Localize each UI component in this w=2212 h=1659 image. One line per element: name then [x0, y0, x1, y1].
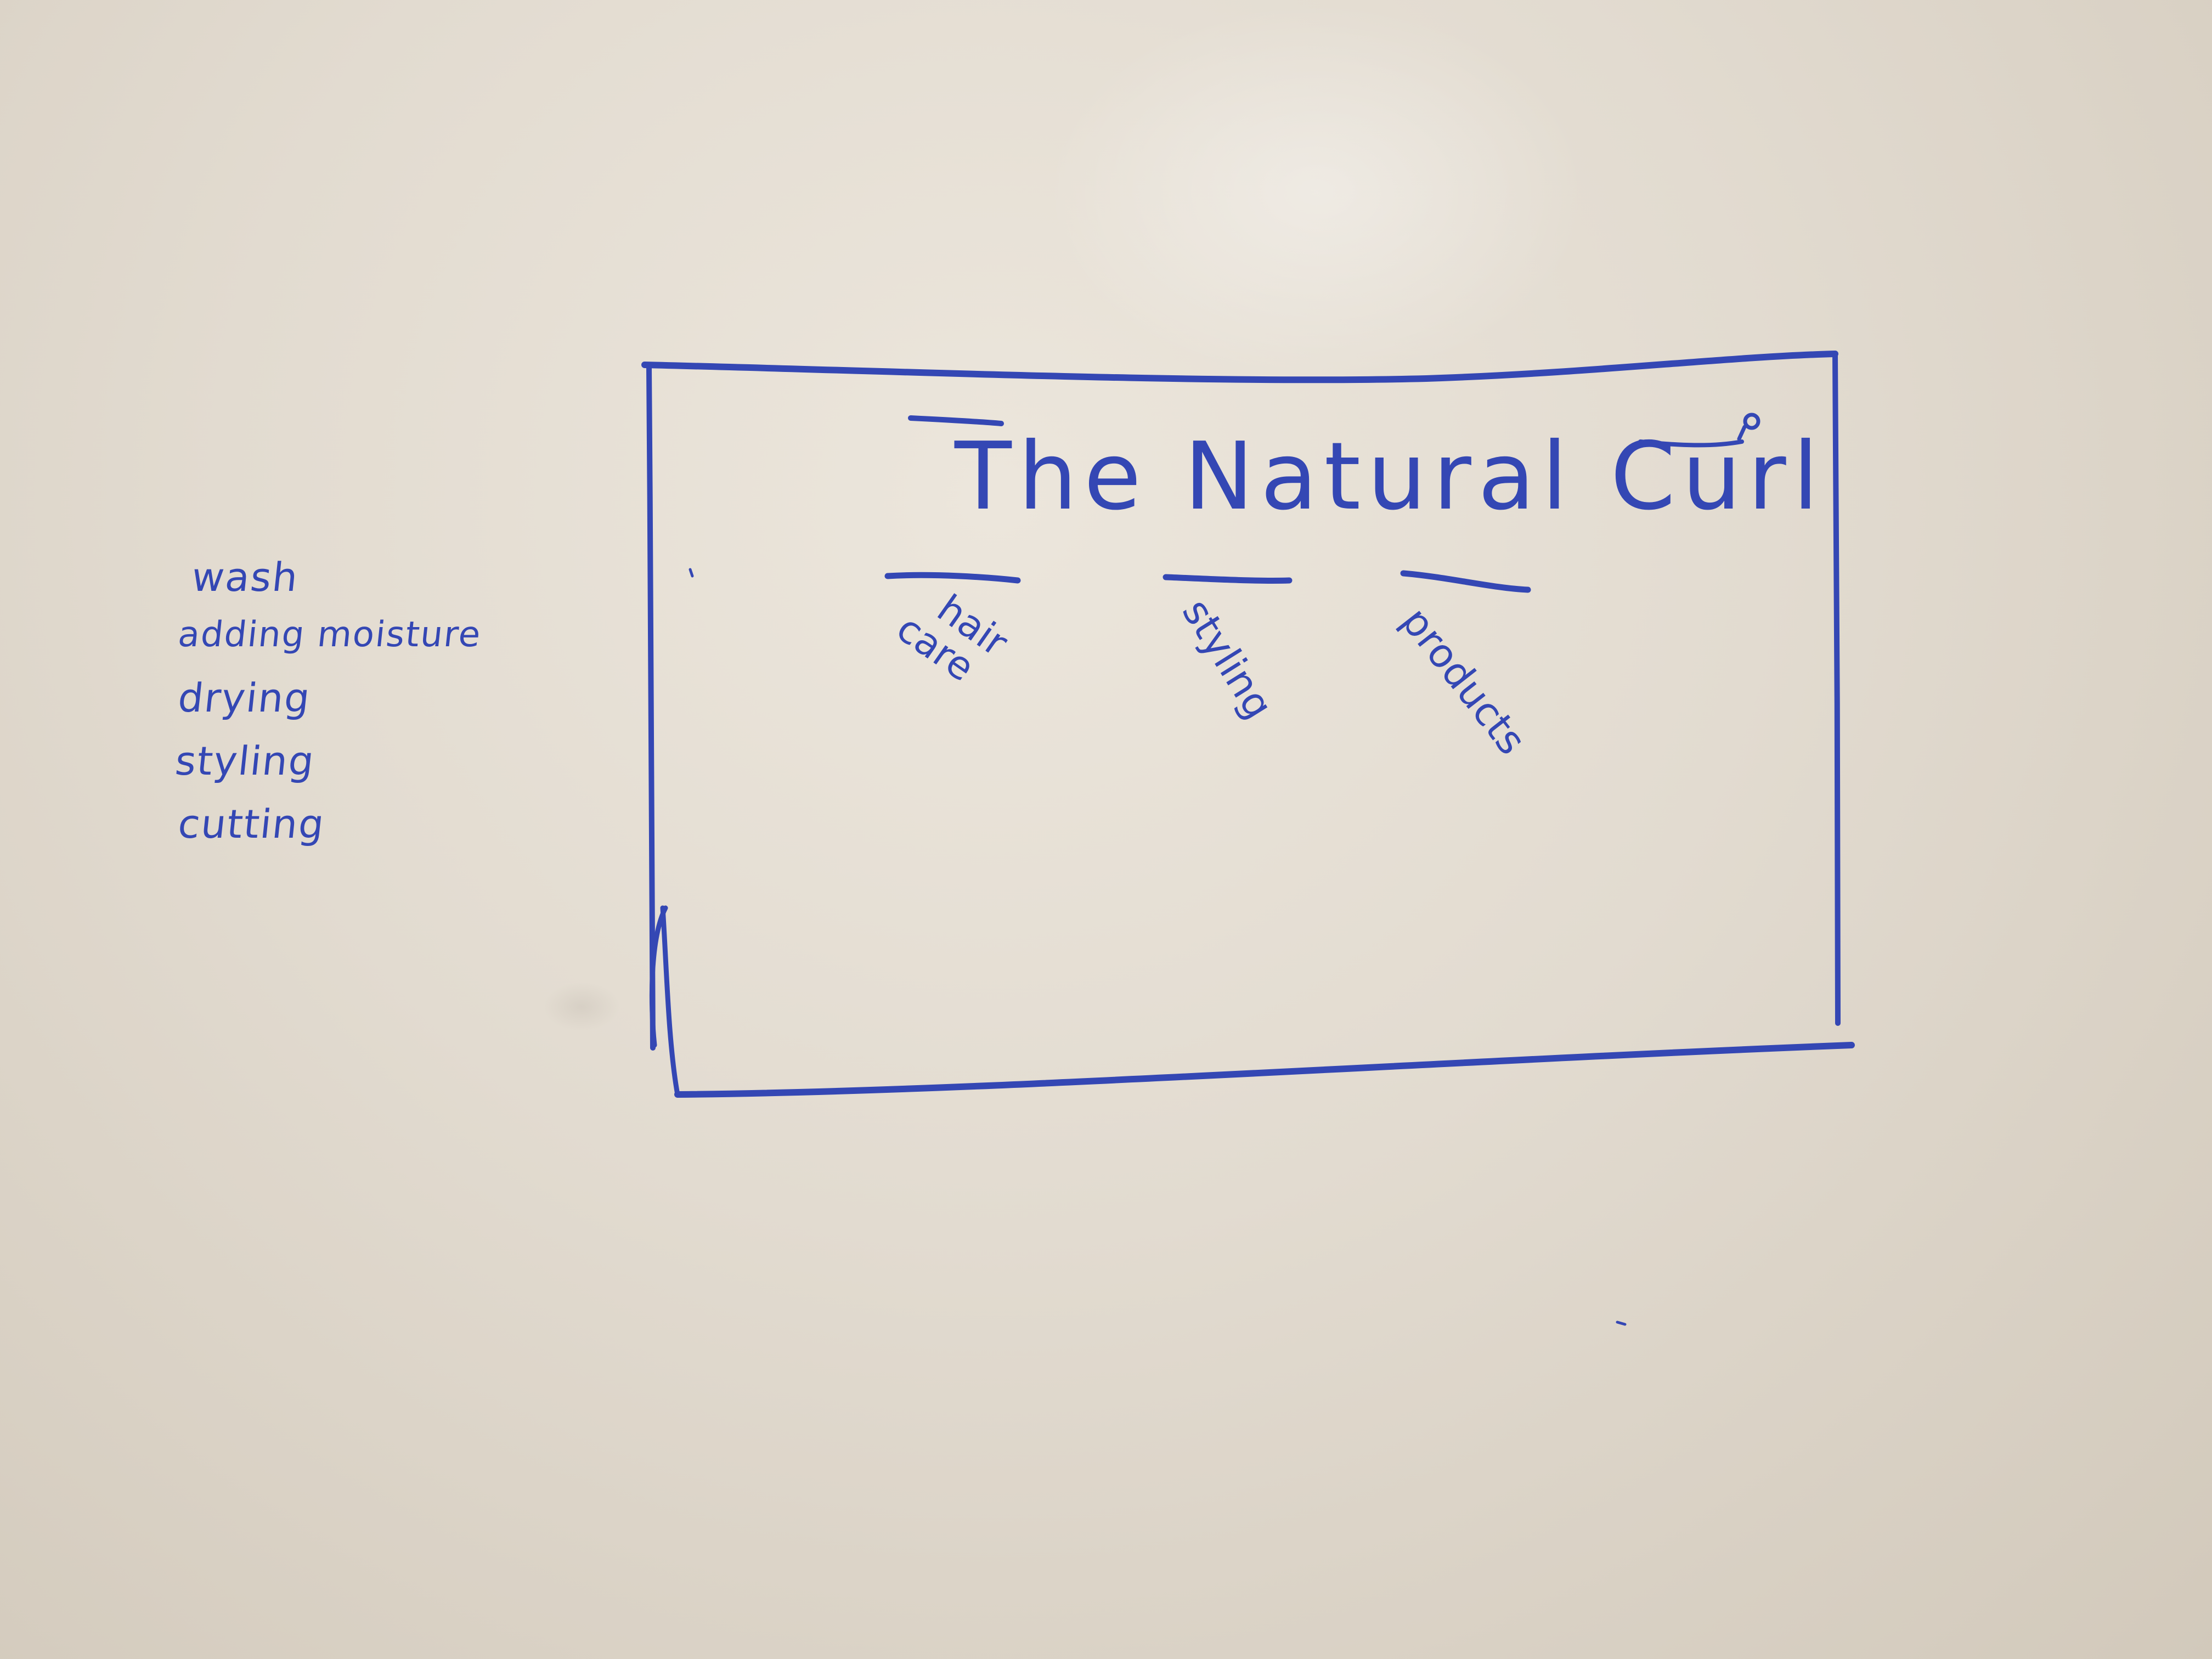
nav-bar-styling — [1163, 574, 1293, 584]
eraser-smudge — [543, 982, 620, 1031]
frame-right-edge — [1832, 353, 1841, 1026]
title-overline — [908, 415, 1004, 426]
frame-left-edge — [646, 365, 656, 1051]
search-icon-handle — [1638, 439, 1744, 448]
frame-bottom-edge — [674, 1042, 1855, 1098]
frame-top-edge — [641, 351, 1838, 383]
site-title: The Natural Curl — [955, 422, 1825, 531]
frame-corner-mark-2 — [660, 905, 680, 1097]
search-icon — [1743, 413, 1760, 430]
nav-bar-products — [1400, 570, 1531, 593]
frame-corner-mark — [649, 905, 668, 1048]
nav-bar-hair-care — [884, 572, 1021, 584]
